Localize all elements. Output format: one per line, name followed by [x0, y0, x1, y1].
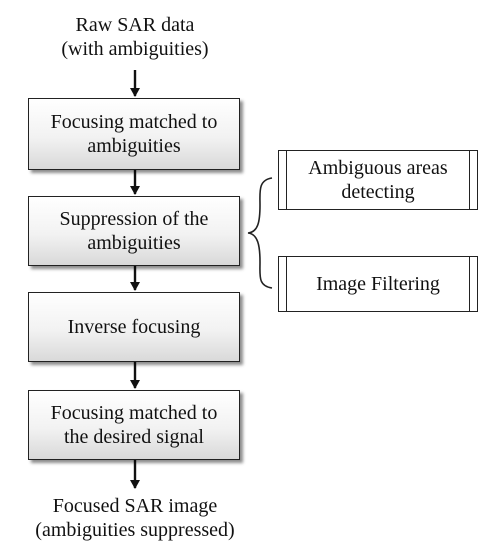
step-1-line1: Focusing matched to	[50, 111, 218, 133]
substep-1-line2: detecting	[341, 181, 415, 203]
step-1-line2: ambiguities	[87, 135, 181, 157]
input-label: Raw SAR data (with ambiguities)	[25, 13, 245, 61]
substep-ambiguous-areas-detecting: Ambiguous areas detecting	[278, 150, 478, 210]
substep-1-line1: Ambiguous areas	[308, 157, 448, 179]
step-inverse-focusing: Inverse focusing	[28, 292, 240, 362]
output-label-line1: Focused SAR image	[52, 495, 218, 517]
step-4-line2: the desired signal	[64, 426, 204, 448]
step-focusing-matched-to-ambiguities: Focusing matched to ambiguities	[28, 98, 240, 170]
step-suppression-of-ambiguities: Suppression of the ambiguities	[28, 196, 240, 266]
output-label: Focused SAR image (ambiguities suppresse…	[15, 494, 255, 542]
substep-image-filtering: Image Filtering	[278, 256, 478, 312]
step-3-line1: Inverse focusing	[67, 316, 201, 338]
output-label-line2: (ambiguities suppressed)	[35, 519, 235, 541]
input-label-line2: (with ambiguities)	[61, 38, 209, 60]
substep-2-line1: Image Filtering	[316, 273, 440, 295]
step-4-line1: Focusing matched to	[50, 402, 218, 424]
input-label-line1: Raw SAR data	[75, 14, 195, 36]
step-2-line2: ambiguities	[87, 232, 181, 254]
step-focusing-matched-to-desired-signal: Focusing matched to the desired signal	[28, 390, 240, 460]
curly-brace	[247, 177, 273, 289]
step-2-line1: Suppression of the	[59, 208, 209, 230]
